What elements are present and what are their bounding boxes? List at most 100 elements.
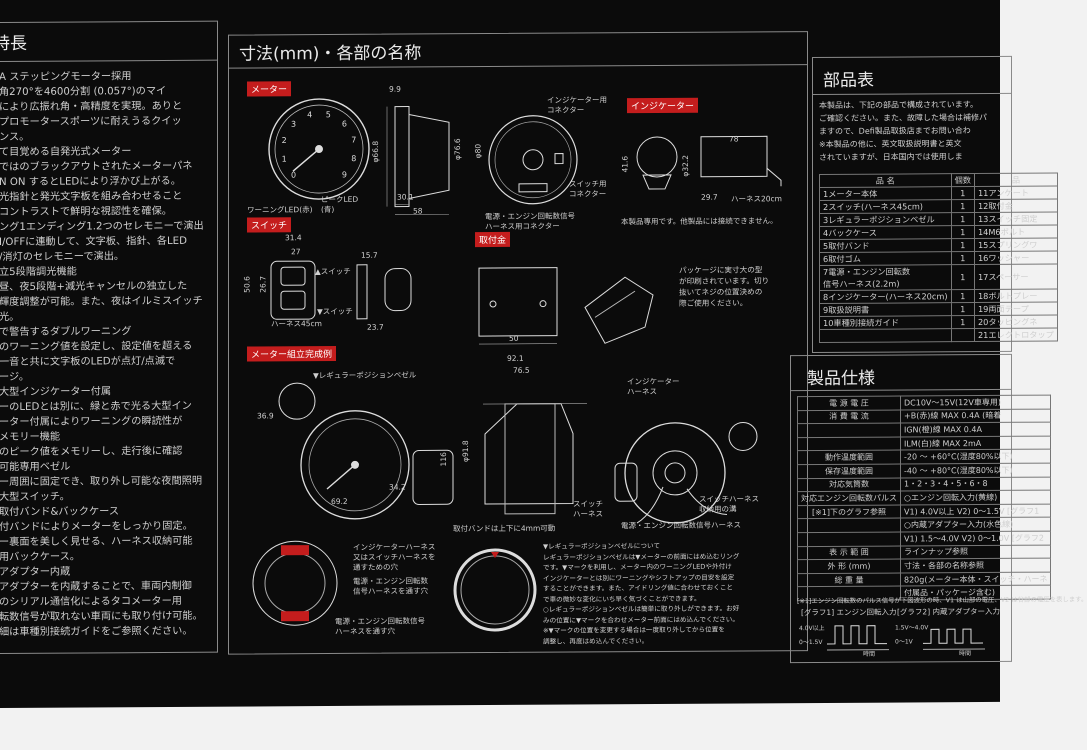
feature-text: ーのLEDとは別に、緑と赤で光る大型イン bbox=[0, 400, 192, 414]
feature-text: 輝度調整が可能。また、夜はイルミスイッチ bbox=[0, 295, 203, 309]
parts-cell: 1 bbox=[951, 251, 975, 265]
warning-led-label: ワーニングLED(赤) bbox=[247, 205, 313, 215]
hole-note-3: 電源・エンジン回転数信号 ハーネスを通す穴 bbox=[335, 616, 425, 636]
bezel-ring-drawing bbox=[453, 548, 537, 632]
parts-cell: 1 bbox=[951, 212, 975, 226]
bracket-drawing bbox=[478, 267, 654, 345]
graph2-v2: 0〜1V bbox=[895, 638, 913, 646]
dim-23-7: 23.7 bbox=[367, 322, 384, 332]
feature-text: のワーニング値を設定し、設定値を超える bbox=[0, 340, 193, 354]
switch-harness-hole-label: スイッチハーネス 収納用の溝 bbox=[699, 494, 759, 514]
dim-50: 50 bbox=[509, 333, 519, 343]
dim-41-6: 41.6 bbox=[620, 155, 630, 173]
dim-91-8: φ91.8 bbox=[460, 440, 470, 463]
regular-bezel-label: ▼レギュラーポジションベゼル bbox=[313, 370, 417, 381]
power-connector-label: 電源・エンジン回転数信号 ハーネス用コネクター bbox=[485, 211, 575, 232]
parts-cell: 7電源・エンジン回転数 信号ハーネス(2.2m) bbox=[819, 264, 952, 291]
meter-back-drawing bbox=[488, 115, 578, 205]
feature-text: ーター付属によりワーニングの瞬読性が bbox=[0, 415, 183, 429]
parts-cell: 1メーター本体 bbox=[819, 186, 952, 201]
parts-cell: 10車種別接続ガイド bbox=[819, 315, 952, 330]
feature-text: 付バンドによりメーターをしっかり固定。 bbox=[0, 520, 193, 534]
dim-92-1: 92.1 bbox=[507, 353, 524, 363]
spec-key: 保存温度範囲 bbox=[797, 463, 901, 479]
switch-connector-label: スイッチ用 コネクター bbox=[569, 179, 607, 199]
dim-69-2: 69.2 bbox=[331, 496, 348, 506]
feature-text: ではのブラックアウトされたメーターパネ bbox=[0, 160, 193, 174]
feature-heading: で警告するダブルワーニング bbox=[0, 326, 132, 339]
parts-header-qty: 個数 bbox=[951, 173, 975, 187]
tag-bracket: 取付金 bbox=[475, 231, 511, 248]
graph1-title: [グラフ1] エンジン回転入力 bbox=[801, 607, 897, 618]
parts-cell: 1 bbox=[951, 238, 975, 252]
gauge-number: 8 bbox=[351, 154, 356, 163]
parts-row: 21エレクトロタップ bbox=[819, 328, 1058, 343]
feature-text: 角270°を4600分割 (0.057°)のマイ bbox=[0, 85, 167, 99]
bezel-note-line: 調整し、再度はめ込んでください。 bbox=[543, 636, 649, 646]
spec-key: 対応エンジン回転数パルス bbox=[797, 491, 901, 506]
feature-text: 光指針と発光文字板を組み合わせること bbox=[0, 190, 183, 204]
parts-cell: 5取付バンド bbox=[819, 238, 952, 253]
spec-value: ラインナップ参照 bbox=[900, 544, 1051, 560]
parts-cell: 14M6ボルト bbox=[974, 225, 1058, 239]
parts-cell: 1 bbox=[951, 186, 975, 200]
gauge-number: 0 bbox=[291, 171, 296, 180]
parts-cell: 11アンケート bbox=[974, 186, 1058, 200]
dim-32-2: φ32.2 bbox=[680, 154, 690, 177]
parts-cell: 1 bbox=[951, 199, 975, 213]
package-note: パッケージに実寸大の型 が印刷されています。切り 抜いてネジの位置決めの 際ご使… bbox=[679, 265, 770, 308]
feature-heading: ング1エンディング1.2つのセレモニーで演出 bbox=[0, 220, 204, 234]
spec-value: 820g(メーター本体・スイッチ・ハーネ bbox=[900, 571, 1051, 587]
spec-key: 総 重 量 bbox=[797, 572, 901, 587]
dim-58: 58 bbox=[413, 206, 423, 216]
feature-text: のシリアル通信化によるタコメーター用 bbox=[0, 595, 182, 609]
parts-cell: 9取扱説明書 bbox=[819, 302, 952, 317]
feature-heading: アダプター内蔵 bbox=[0, 566, 71, 579]
feature-heading: 立5段階調光機能 bbox=[0, 266, 77, 279]
spec-value: 1・2・3・4・5・6・8 bbox=[900, 476, 1051, 492]
graph2-time-label: 時間 bbox=[959, 650, 972, 658]
feature-text: 光。 bbox=[0, 311, 20, 324]
dim-34-2: 34.2 bbox=[389, 482, 406, 492]
spec-key: 消 費 電 流 bbox=[797, 409, 901, 424]
spec-value: IGN(橙)線 MAX 0.4A bbox=[900, 422, 1051, 437]
features-list: A ステッピングモーター採用角270°を4600分割 (0.057°)のマイによ… bbox=[0, 70, 217, 638]
band-note: 取付バンドは上下に4mm可動 bbox=[453, 523, 556, 534]
switch-harness-label: スイッチ ハーネス bbox=[573, 499, 603, 519]
spec-value: ○内蔵アダプター入力(水色線) bbox=[900, 517, 1051, 532]
feature-heading: 取付バンド&バックケース bbox=[0, 506, 120, 519]
parts-cell bbox=[951, 328, 975, 342]
gauge-number: 5 bbox=[326, 110, 331, 119]
parts-cell: 21エレクトロタップ bbox=[974, 328, 1058, 342]
dim-9-9: 9.9 bbox=[389, 84, 401, 94]
spec-value: ILM(白)線 MAX 2mA bbox=[900, 435, 1051, 451]
harness-20-label: ハーネス20cm bbox=[731, 194, 782, 204]
feature-heading: メモリー機能 bbox=[0, 431, 61, 444]
parts-cell: 1 bbox=[951, 302, 975, 316]
hole-note-1: インジケーターハーネス 又はスイッチハーネスを 通すための穴 bbox=[353, 542, 436, 572]
parts-cell: 6取付ゴム bbox=[819, 251, 952, 266]
parts-intro-line: 本製品は、下記の部品で構成されています。 bbox=[819, 100, 978, 110]
parts-intro-line: ご確認ください。また、故障した場合は補修パ bbox=[819, 112, 987, 123]
package-box: 特長 A ステッピングモーター採用角270°を4600分割 (0.057°)のマ… bbox=[0, 0, 1087, 708]
gauge-number: 1 bbox=[282, 155, 287, 164]
gauge-number: 7 bbox=[351, 136, 356, 145]
feature-text: により広振れ角・高精度を実現。ありと bbox=[0, 100, 183, 114]
tag-meter: メーター bbox=[247, 81, 292, 97]
dim-50-6: 50.6 bbox=[242, 276, 252, 293]
spec-value: V1) 1.5〜4.0V V2) 0〜1.0V [グラフ2 bbox=[900, 531, 1051, 546]
feature-text: I/OFFに連動して、文字板、指針、各LED bbox=[0, 235, 187, 249]
parts-panel: 部品表 本製品は、下記の部品で構成されています。ご確認ください。また、故障した場… bbox=[812, 55, 1058, 354]
parts-cell: 18ボルトプレー bbox=[974, 289, 1058, 303]
parts-cell: 13スイッチ固定 bbox=[974, 212, 1058, 226]
parts-cell: 1 bbox=[951, 315, 975, 329]
switch-up-label: ▲スイッチ bbox=[315, 266, 351, 277]
dim-15-7: 15.7 bbox=[361, 250, 378, 260]
parts-cell: 4バックケース bbox=[819, 225, 952, 240]
parts-intro-line: ますので、Defi製品取扱店までお問い合わ bbox=[819, 126, 971, 136]
